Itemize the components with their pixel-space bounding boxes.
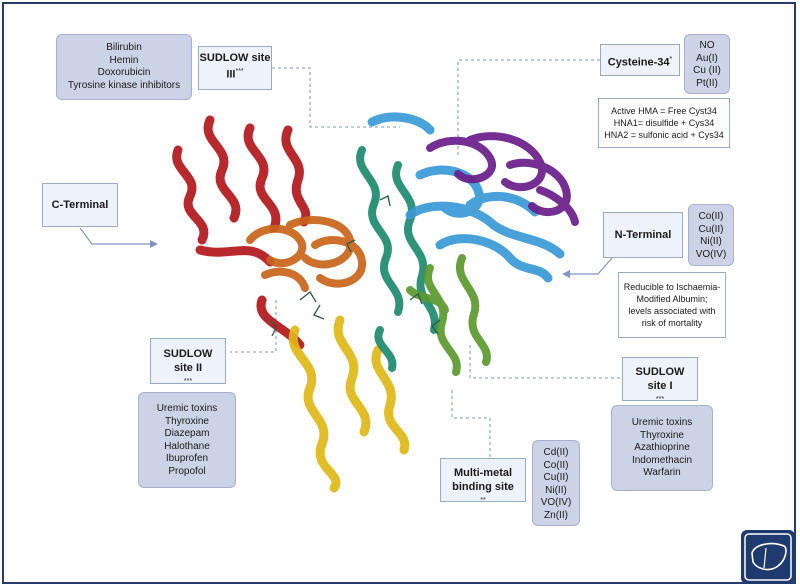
note-line: Modified Albumin; [636, 294, 708, 304]
connector-sudlow1 [469, 345, 622, 379]
side-chains [269, 195, 441, 337]
metal-ion: Cu(II) [698, 223, 724, 235]
metal-ion: Ni(II) [700, 236, 722, 247]
nterm-notes-box: Reducible to Ischaemia- Modified Albumin… [618, 272, 726, 338]
domain-orange [246, 216, 366, 292]
metal-ion: Zn(II) [544, 509, 568, 521]
arrowhead-cterm [150, 240, 158, 248]
domain-purple [426, 132, 579, 226]
metal-ion: Ni(II) [545, 484, 567, 496]
ligand: Uremic toxins [156, 403, 218, 414]
note-line: HNA2 = sulfonic acid + Cys34 [604, 130, 724, 140]
cterm-label: C-Terminal [42, 183, 118, 227]
sudlow2-sup: *** [183, 378, 193, 385]
ligand: Propofol [168, 465, 206, 477]
metal-ion: Pt(II) [696, 77, 718, 89]
ligand: Thyroxine [640, 429, 684, 441]
ligand: Diazepam [164, 428, 210, 439]
ligand: Halothane [164, 440, 210, 452]
cterm-title: C-Terminal [51, 199, 109, 211]
metal-ion: Co(II) [543, 459, 569, 471]
connector-nterm [565, 257, 613, 275]
sudlow2-ligand-box: Uremic toxins Thyroxine Diazepam Halotha… [138, 392, 236, 488]
note-line: HNA1= disulfide + Cys34 [613, 118, 715, 128]
domain-green [406, 254, 491, 376]
sudlow3-ligand-box: Bilirubin Hemin Doxorubicin Tyrosine kin… [56, 34, 192, 100]
connector-sudlow3 [272, 67, 400, 128]
nterm-title: N-Terminal [614, 229, 672, 241]
ligand: Hemin [109, 54, 139, 66]
cys34-metal-box: NO Au(I) Cu (II) Pt(II) [684, 34, 730, 94]
sudlow3-label: SUDLOW site III*** [198, 46, 272, 90]
nterm-label: N-Terminal [603, 212, 683, 258]
liver-icon [751, 542, 787, 571]
sudlow3-title: SUDLOW site III [199, 52, 271, 81]
arrowheads [150, 240, 570, 278]
sudlow3-sup: *** [235, 68, 244, 75]
connector-multimetal [451, 390, 491, 458]
metal-ion: Cu(II) [543, 472, 569, 483]
metal-ion: Co(II) [698, 211, 724, 222]
ligand: Thyroxine [165, 415, 209, 427]
nterm-metal-box: Co(II) Cu(II) Ni(II) VO(IV) [688, 204, 734, 266]
ligand: Doxorubicin [97, 67, 151, 78]
cys34-notes-box: Active HMA = Free Cyst34 HNA1= disulfide… [598, 98, 730, 148]
ligand: Ibuprofen [165, 453, 209, 464]
sudlow1-title-line2: site I [647, 380, 673, 392]
sudlow1-sup: *** [655, 396, 665, 403]
metal-ion: VO(IV) [695, 248, 727, 260]
metal-ion: Cu (II) [693, 65, 721, 76]
sudlow1-title-line1: SUDLOW [635, 366, 685, 378]
note-line: levels associated with [628, 306, 716, 316]
connector-cterm [79, 227, 155, 245]
ligand: Azathioprine [634, 442, 690, 453]
ligand: Indomethacin [631, 454, 693, 466]
multimetal-sup: ** [480, 497, 486, 504]
sudlow2-label: SUDLOW site II *** [150, 338, 226, 385]
metal-ion: Cd(II) [543, 447, 569, 458]
cys34-label: Cysteine-34* [600, 44, 680, 76]
connector-sudlow2 [230, 300, 277, 353]
multimetal-metal-box: Cd(II) Co(II) Cu(II) Ni(II) VO(IV) Zn(II… [532, 440, 580, 526]
connector-cys34 [457, 59, 600, 155]
domain-blue [367, 112, 565, 283]
cys34-title: Cysteine-34 [607, 56, 670, 69]
ligand: Warfarin [643, 467, 681, 478]
multimetal-title-line2: binding site [452, 481, 514, 493]
sudlow1-label: SUDLOW site I *** [622, 357, 698, 403]
sudlow1-ligand-box: Uremic toxins Thyroxine Azathioprine Ind… [611, 405, 713, 491]
ligand: Tyrosine kinase inhibitors [67, 79, 181, 91]
sudlow2-title-line2: site II [173, 362, 203, 374]
metal-ion: NO [699, 40, 715, 51]
note-line: Active HMA = Free Cyst34 [611, 106, 717, 116]
domain-teal [356, 146, 439, 372]
ligand: Bilirubin [106, 42, 142, 53]
note-line: risk of mortality [641, 318, 703, 328]
multimetal-title-line1: Multi-metal [453, 467, 513, 479]
ligand: Uremic toxins [631, 417, 693, 428]
metal-ion: VO(IV) [540, 497, 572, 508]
metal-ion: Au(I) [696, 52, 718, 64]
arrow-connectors [79, 227, 613, 275]
domain-yellow [288, 315, 410, 493]
note-line: Reducible to Ischaemia- [623, 282, 721, 292]
sudlow2-title-line1: SUDLOW [163, 348, 213, 360]
connectors [230, 59, 622, 458]
arrowhead-nterm [562, 270, 570, 278]
multimetal-label: Multi-metal binding site ** [440, 458, 526, 504]
cys34-sup: * [669, 56, 673, 63]
liver-logo [741, 530, 795, 584]
